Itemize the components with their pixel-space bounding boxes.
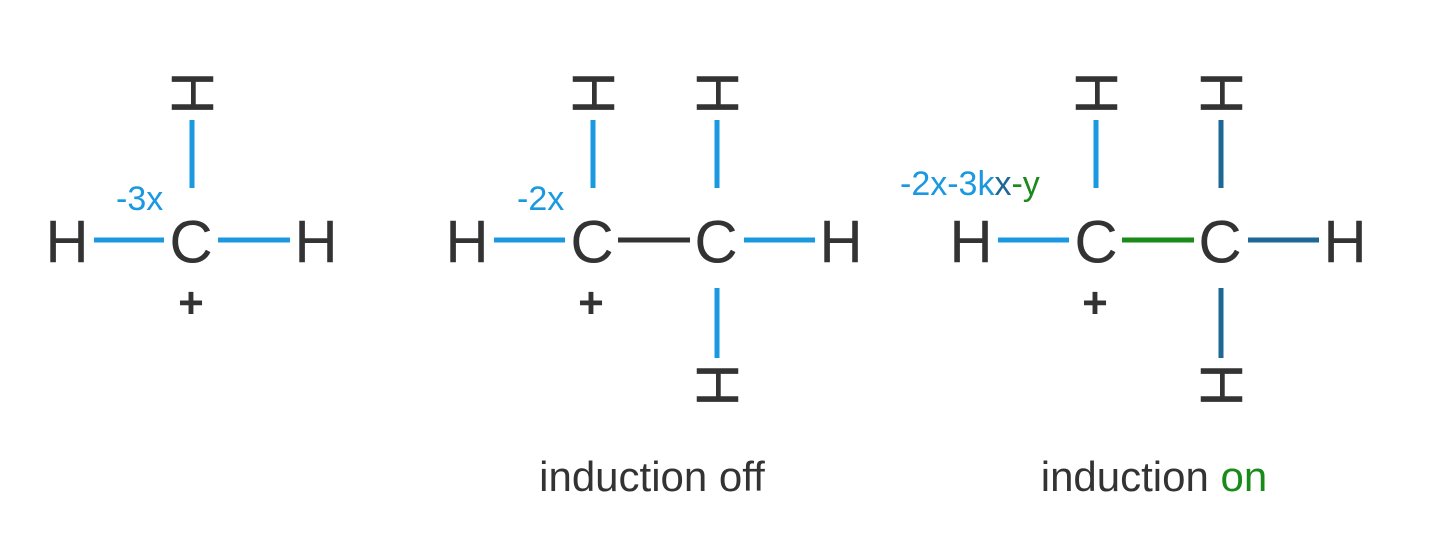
positive-charge: + xyxy=(1082,279,1108,328)
atom-h-top-1: H xyxy=(1063,71,1130,114)
atom-h-right: H xyxy=(1323,209,1366,276)
positive-charge: + xyxy=(578,279,604,328)
annotation-part-dark-blue: x xyxy=(994,165,1011,203)
atom-c-2: C xyxy=(694,209,737,276)
atom-h-left: H xyxy=(45,209,88,276)
molecule-2: H H H H C C H + -2x induction off xyxy=(445,71,862,500)
caption-space xyxy=(1209,453,1221,500)
atom-h-top-2: H xyxy=(684,71,751,114)
atom-c: C xyxy=(169,209,212,276)
positive-charge: + xyxy=(178,279,204,328)
atom-h-right: H xyxy=(294,209,337,276)
caption-text: induction xyxy=(1041,453,1209,500)
caption-induction-off: induction off xyxy=(539,453,765,500)
atom-h-left: H xyxy=(445,209,488,276)
caption-induction-on: induction on xyxy=(1041,453,1268,500)
annotation-part-blue: -2x-3k xyxy=(900,165,995,203)
atom-h-right: H xyxy=(819,209,862,276)
atom-h-bottom-2: H xyxy=(1188,363,1255,406)
atom-h-top-1: H xyxy=(560,71,627,114)
molecule-3: H H H H C C H + -2x-3kx-y induction on xyxy=(900,71,1367,500)
caption-highlight: on xyxy=(1221,453,1268,500)
atom-c-2: C xyxy=(1198,209,1241,276)
atom-h-top: H xyxy=(159,71,226,114)
atom-h-bottom-2: H xyxy=(684,363,751,406)
charge-annotation: -2x xyxy=(517,180,564,218)
atom-c-1: C xyxy=(1074,209,1117,276)
atom-h-top-2: H xyxy=(1188,71,1255,114)
atom-h-left: H xyxy=(949,209,992,276)
charge-annotation: -3x xyxy=(116,180,163,218)
annotation-part-green: -y xyxy=(1011,165,1039,203)
atom-c-1: C xyxy=(570,209,613,276)
molecule-1: H H C H + -3x xyxy=(45,71,337,327)
charge-annotation: -2x-3kx-y xyxy=(900,165,1040,203)
